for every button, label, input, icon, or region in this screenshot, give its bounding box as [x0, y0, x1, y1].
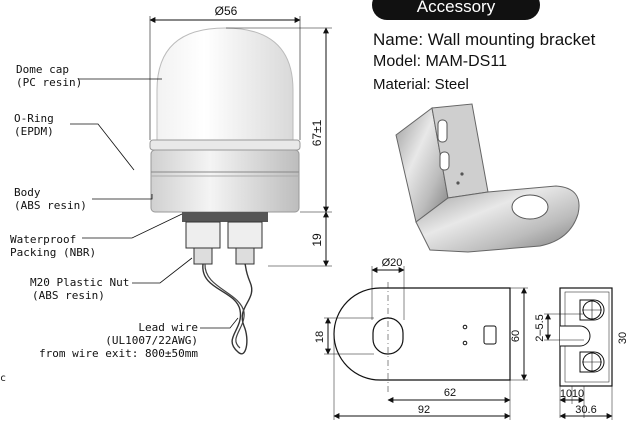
accessory-name: Name: Wall mounting bracket [373, 30, 596, 49]
dim-56: Ø56 [215, 4, 238, 18]
dome-cap [156, 27, 294, 141]
callout-packing-line1: Waterproof [10, 233, 77, 246]
dim-92: 92 [418, 404, 430, 416]
callout-dome-cap-title: Dome cap [16, 63, 69, 76]
m20-nut-right [227, 221, 263, 249]
callout-body-material: (ABS resin) [14, 199, 87, 212]
dim-slot: 2–5.5 [534, 314, 546, 342]
accessory-heading: Accessory [416, 0, 496, 16]
dim-18: 18 [314, 331, 326, 343]
callout-nut-title: M20 Plastic Nut [30, 276, 130, 289]
callout-nut-material: (ABS resin) [32, 289, 105, 302]
o-ring [149, 139, 301, 151]
callout-dome-cap: Dome cap (PC resin) [16, 63, 82, 89]
callout-lead-wire-length: from wire exit: 800±50mm [39, 347, 198, 360]
dim-62: 62 [444, 387, 456, 399]
callout-dome-cap-material: (PC resin) [16, 76, 83, 89]
callout-o-ring-material: (EPDM) [14, 125, 54, 138]
callout-lead-wire: Lead wire (UL1007/22AWG) from wire exit:… [39, 321, 198, 360]
callout-o-ring-title: O-Ring [14, 112, 54, 125]
callout-body: Body (ABS resin) [14, 186, 87, 212]
dim-67: 67±1 [310, 119, 324, 146]
callout-nut: M20 Plastic Nut (ABS resin) [30, 276, 129, 302]
callout-lead-wire-spec: (UL1007/22AWG) [105, 334, 198, 347]
beacon-dimensions [149, 16, 332, 267]
callout-packing: Waterproof Packing (NBR) [10, 233, 96, 259]
bracket-illustration [395, 103, 580, 253]
dim-side-10b: 10 [572, 388, 584, 400]
accessory-material: Material: Steel [373, 76, 469, 93]
dim-dia-20: Ø20 [382, 257, 403, 269]
callout-o-ring: O-Ring (EPDM) [14, 112, 54, 138]
callout-lead-wire-title: Lead wire [138, 321, 198, 334]
dim-side-10a: 10 [560, 388, 572, 400]
dim-30-6: 30.6 [575, 404, 596, 416]
body-housing [150, 149, 300, 213]
m20-nut-left [185, 221, 221, 249]
dim-19: 19 [310, 233, 324, 247]
accessory-heading-pill: Accessory [372, 0, 540, 20]
callout-packing-line2: Packing (NBR) [10, 246, 97, 259]
lead-wire [202, 263, 253, 355]
callout-body-title: Body [14, 186, 41, 199]
bracket-drawing-front [324, 266, 528, 420]
dim-60: 60 [510, 330, 522, 342]
accessory-model: Model: MAM-DS11 [373, 53, 507, 70]
dim-side-30: 30 [617, 332, 627, 344]
edge-mark: c [0, 373, 7, 384]
bracket-drawing-side [544, 287, 613, 420]
waterproof-packing [182, 212, 268, 222]
callout-leaders [70, 78, 239, 329]
beacon-illustration [149, 27, 301, 355]
